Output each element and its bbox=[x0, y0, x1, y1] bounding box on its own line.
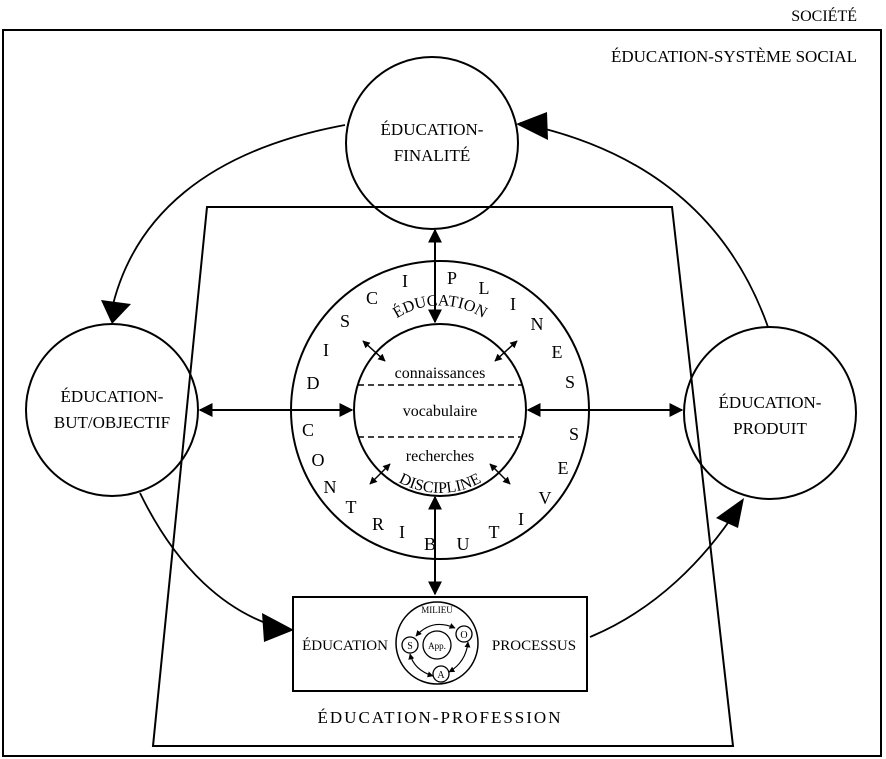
process-box: ÉDUCATION PROCESSUS MILIEU App. S O A bbox=[292, 596, 588, 692]
milieu-circle bbox=[395, 601, 479, 685]
ring-letter: L bbox=[479, 278, 490, 298]
ring-letter: I bbox=[323, 340, 329, 360]
ring-letter: N bbox=[324, 477, 337, 497]
arrowhead-process bbox=[262, 613, 294, 642]
ring-letter: T bbox=[489, 522, 500, 542]
but-line1: ÉDUCATION- bbox=[61, 387, 164, 406]
profession-label: ÉDUCATION-PROFESSION bbox=[318, 708, 563, 727]
ring-letter: V bbox=[539, 488, 552, 508]
produit-line2: PRODUIT bbox=[733, 419, 807, 438]
inner-row-vocabulaire: vocabulaire bbox=[403, 403, 478, 420]
center-connectors bbox=[198, 228, 684, 596]
process-mini-arrows bbox=[408, 623, 471, 678]
app-label: App. bbox=[428, 641, 446, 651]
arrowhead-produit bbox=[716, 498, 744, 528]
ring-letter: P bbox=[447, 268, 457, 288]
finalite-line2: FINALITÉ bbox=[394, 146, 470, 165]
arrow-produit-to-finalite bbox=[519, 122, 769, 328]
arrowhead-but bbox=[101, 300, 131, 324]
ring-letter: U bbox=[457, 534, 470, 554]
milieu-label: MILIEU bbox=[421, 605, 453, 615]
ring-letter: I bbox=[510, 294, 516, 314]
a-label: A bbox=[437, 670, 445, 681]
produit-line1: ÉDUCATION- bbox=[719, 393, 822, 412]
arrowhead-finalite bbox=[516, 112, 548, 140]
ring-letter: R bbox=[372, 514, 384, 534]
inner-arc-discipline: DISCIPLINE bbox=[396, 470, 483, 497]
arrow-process-to-produit bbox=[589, 504, 741, 638]
inner-row-connaissances: connaissances bbox=[395, 365, 486, 382]
arrow-finalite-to-but bbox=[109, 124, 346, 319]
node-produit: ÉDUCATION- PRODUIT bbox=[683, 326, 857, 500]
ring-letter: E bbox=[558, 458, 569, 478]
society-label: SOCIÉTÉ bbox=[791, 6, 857, 25]
social-system-frame bbox=[2, 29, 882, 757]
ring-letter: I bbox=[518, 509, 524, 529]
ring-letter: N bbox=[531, 314, 544, 334]
ring-letter: O bbox=[312, 450, 325, 470]
ring-letter: I bbox=[402, 271, 408, 291]
arrow-but-to-process bbox=[139, 492, 289, 631]
ring-letter: C bbox=[302, 420, 314, 440]
ring-letter: C bbox=[366, 288, 378, 308]
profession-trapezoid bbox=[151, 206, 735, 747]
s-label: S bbox=[407, 641, 413, 652]
s-circle bbox=[401, 636, 419, 654]
ring-letter: D bbox=[307, 373, 320, 393]
finalite-line1: ÉDUCATION- bbox=[381, 120, 484, 139]
node-finalite: ÉDUCATION- FINALITÉ bbox=[345, 56, 519, 230]
ring-letter: S bbox=[565, 372, 575, 392]
ring-letter: E bbox=[552, 342, 563, 362]
ring-letter: I bbox=[399, 522, 405, 542]
node-but-objectif: ÉDUCATION- BUT/OBJECTIF bbox=[25, 323, 199, 497]
but-line2: BUT/OBJECTIF bbox=[54, 413, 170, 432]
ring-letter: S bbox=[340, 311, 350, 331]
inner-row-recherches: recherches bbox=[406, 448, 474, 465]
social-system-label: ÉDUCATION-SYSTÈME SOCIAL bbox=[611, 47, 857, 66]
o-label: O bbox=[460, 630, 467, 641]
ring-letter: T bbox=[346, 497, 357, 517]
process-left-label: ÉDUCATION bbox=[302, 637, 388, 654]
inner-small-arrows bbox=[362, 340, 518, 485]
ring-letter: S bbox=[569, 424, 579, 444]
process-right-label: PROCESSUS bbox=[492, 638, 576, 654]
inner-arc-education: ÉDUCATION bbox=[389, 292, 490, 322]
